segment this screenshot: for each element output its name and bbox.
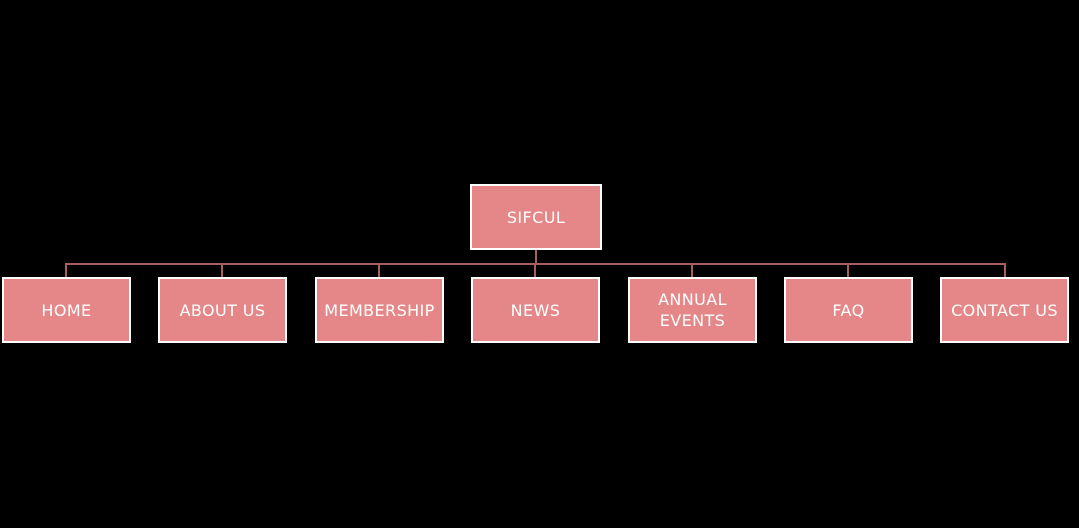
sitemap-node-label: CONTACT US bbox=[951, 300, 1058, 320]
sitemap-node-about-us: ABOUT US bbox=[158, 277, 287, 343]
sitemap-node-label: HOME bbox=[41, 300, 92, 320]
sitemap-node-label: NEWS bbox=[510, 300, 561, 320]
sitemap-node-root: SIFCUL bbox=[470, 184, 602, 250]
sitemap-node-label: SIFCUL bbox=[506, 207, 566, 227]
sitemap-node-news: NEWS bbox=[471, 277, 600, 343]
sitemap-node-label: ANNUAL EVENTS bbox=[658, 290, 727, 330]
connector-stub-membership bbox=[378, 263, 380, 277]
sitemap-node-label: FAQ bbox=[832, 300, 865, 320]
sitemap-node-membership: MEMBERSHIP bbox=[315, 277, 444, 343]
sitemap-node-contact-us: CONTACT US bbox=[940, 277, 1069, 343]
sitemap-node-annual-events: ANNUAL EVENTS bbox=[628, 277, 757, 343]
connector-stub-contact-us bbox=[1004, 263, 1006, 277]
connector-stub-home bbox=[65, 263, 67, 277]
connector-stub-faq bbox=[847, 263, 849, 277]
connector-stub-annual-events bbox=[691, 263, 693, 277]
sitemap-node-home: HOME bbox=[2, 277, 131, 343]
sitemap-node-label: MEMBERSHIP bbox=[324, 300, 435, 320]
sitemap-node-label: ABOUT US bbox=[179, 300, 266, 320]
sitemap-node-faq: FAQ bbox=[784, 277, 913, 343]
connector-stub-news bbox=[534, 263, 536, 277]
connector-root-stub bbox=[535, 250, 537, 265]
connector-stub-about-us bbox=[221, 263, 223, 277]
